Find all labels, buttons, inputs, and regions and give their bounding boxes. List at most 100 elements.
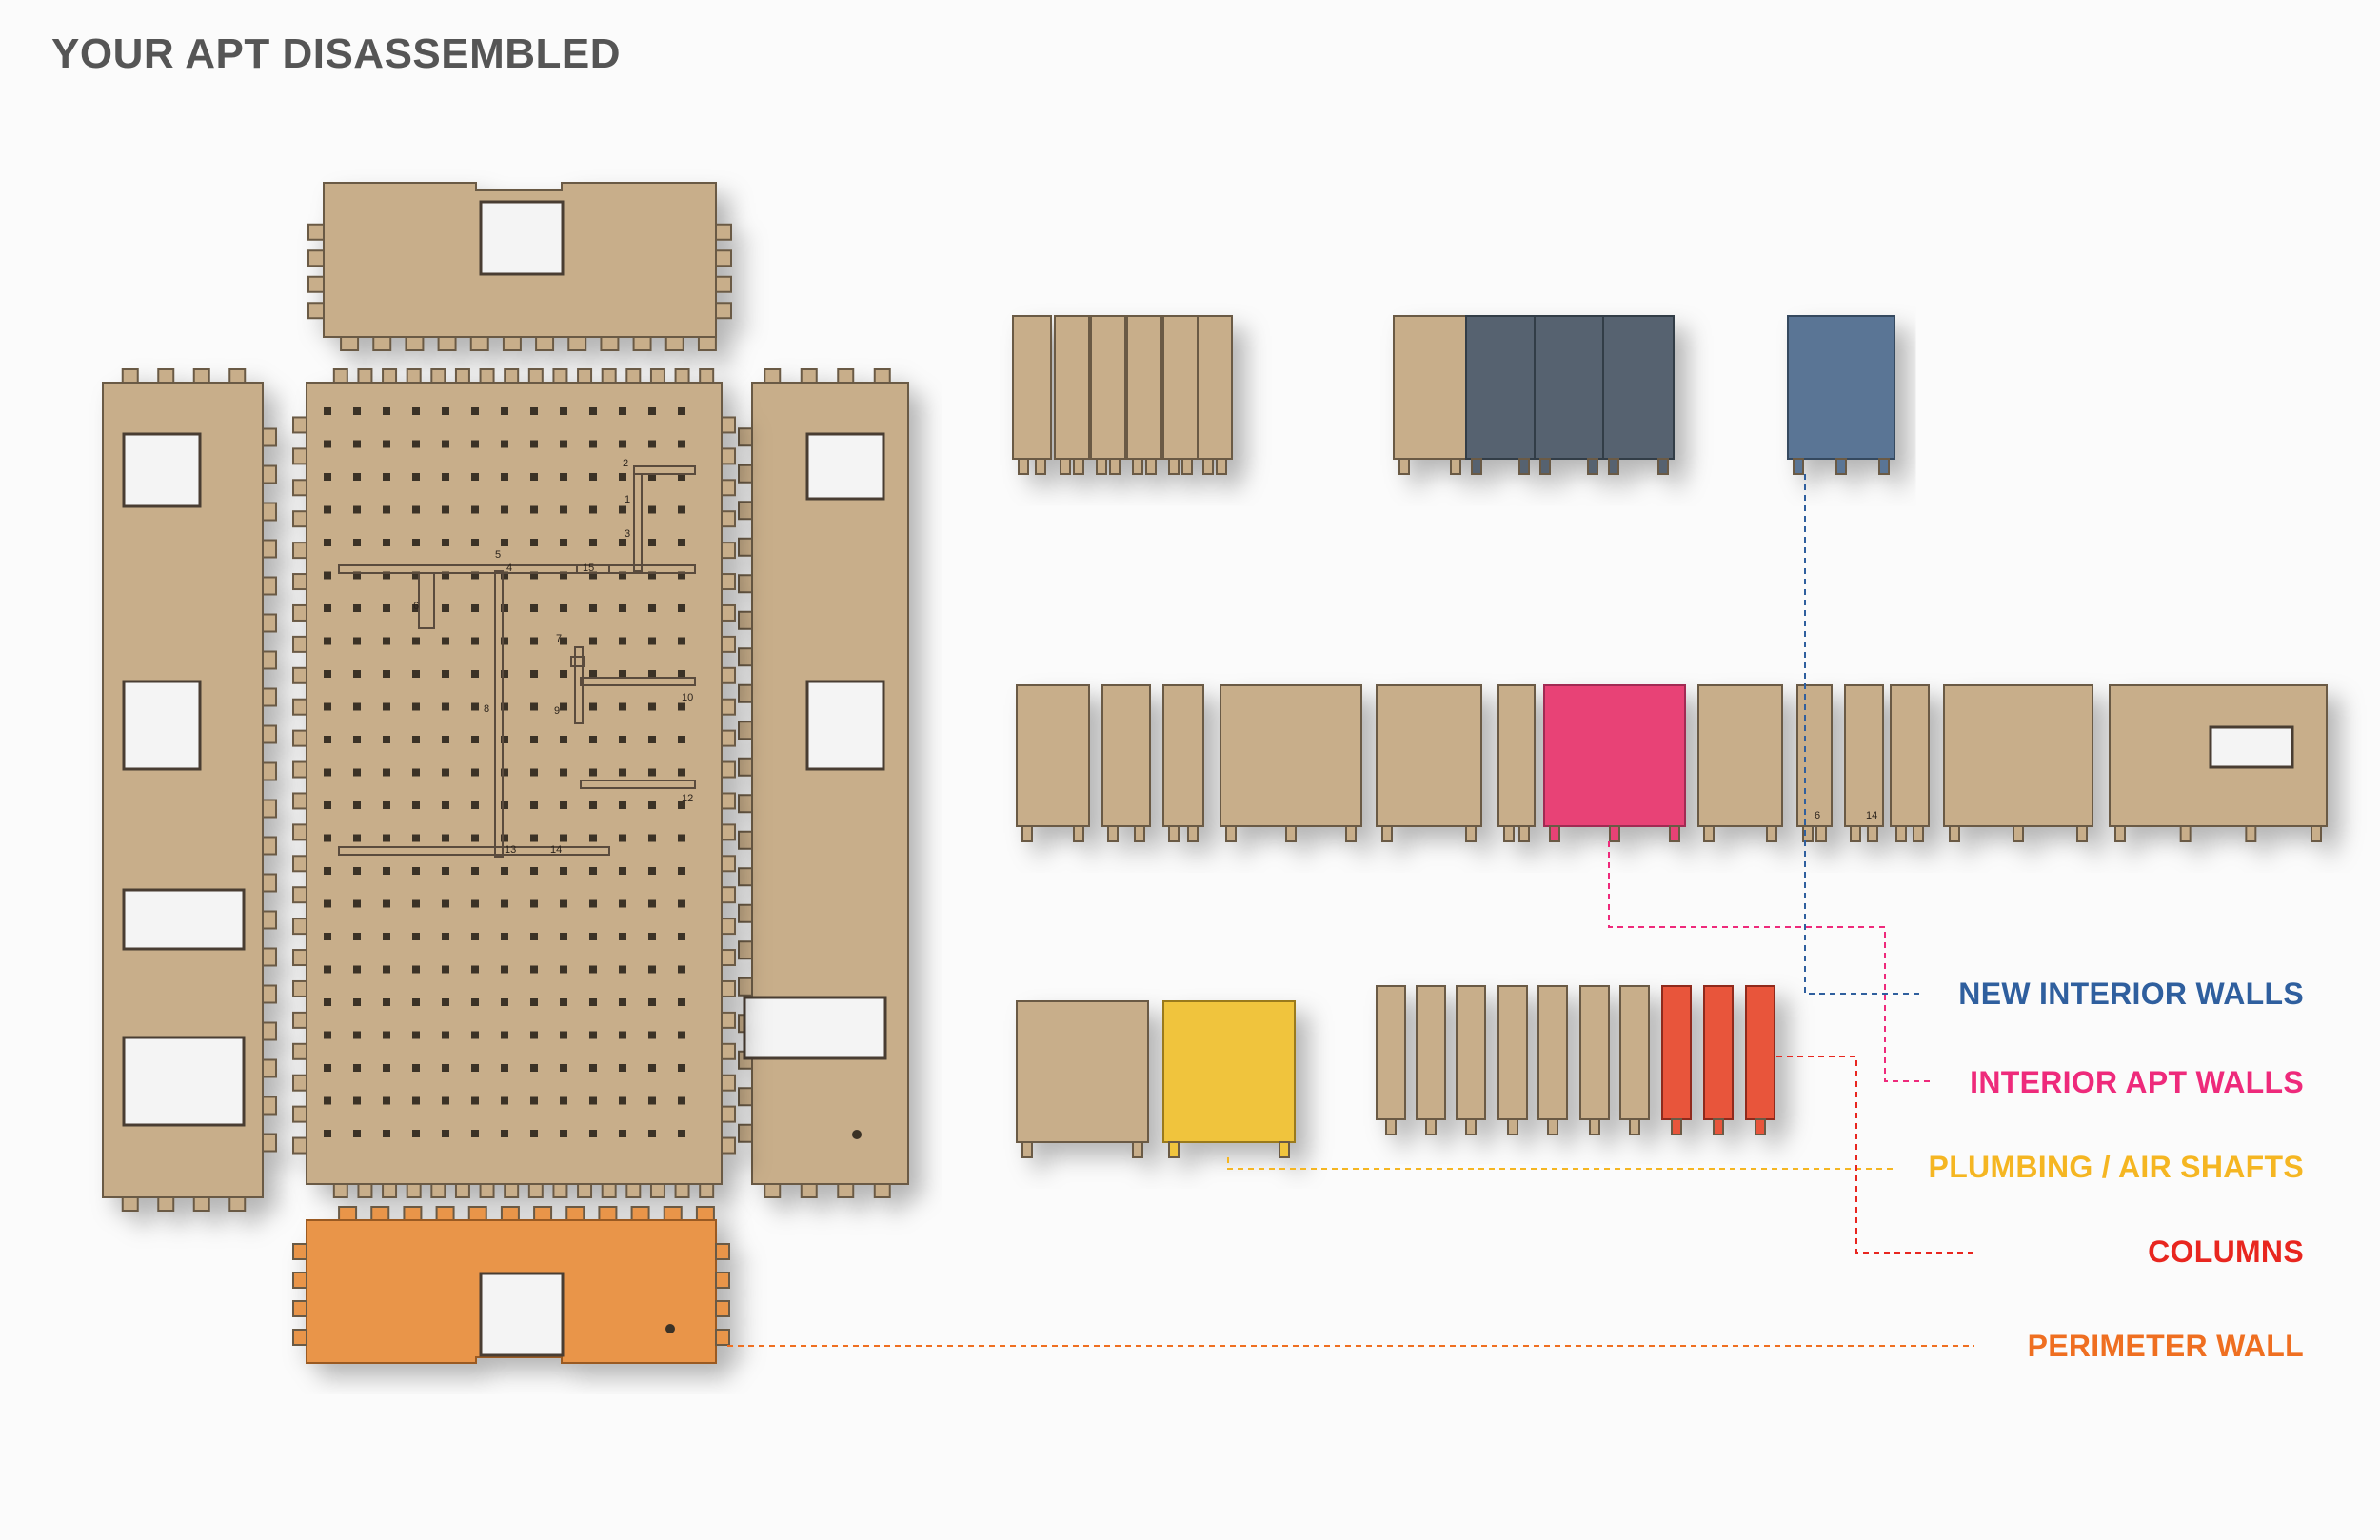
grid-slot: [324, 440, 331, 448]
base-number-label: 4: [506, 563, 512, 574]
grid-slot: [471, 801, 479, 809]
grid-slot: [353, 604, 361, 612]
interior-panel: [1796, 684, 1833, 827]
tab: [800, 368, 818, 384]
grid-slot: [353, 637, 361, 645]
side-tab: [738, 794, 753, 814]
grid-slot: [619, 736, 626, 743]
side-tab: [262, 1058, 277, 1078]
grid-slot: [501, 637, 508, 645]
grid-slot: [530, 899, 538, 908]
interior-panel: [1890, 684, 1930, 827]
grid-slot: [383, 505, 390, 514]
side-tab: [262, 613, 277, 633]
side-tab: [738, 977, 753, 997]
grid-slot: [471, 998, 479, 1006]
side-tab: [738, 830, 753, 850]
tab: [479, 1183, 495, 1198]
grid-slot: [560, 604, 567, 612]
leg-tab: [1345, 825, 1357, 842]
strip-piece: [1416, 985, 1446, 1120]
tab: [663, 1206, 683, 1221]
tab: [504, 368, 520, 384]
tab: [332, 368, 348, 384]
base-number-label: 13: [505, 844, 516, 856]
side-tab: [715, 302, 732, 320]
leg-tab: [1518, 458, 1530, 475]
side-tab: [721, 792, 736, 810]
side-tab: [738, 1087, 753, 1107]
leg-tab: [1949, 825, 1960, 842]
bottom-perimeter-wall: [292, 1206, 730, 1364]
tab: [430, 368, 446, 384]
grid-slot: [324, 801, 331, 809]
tab: [552, 1183, 568, 1198]
leg-tab: [1802, 825, 1814, 842]
side-tab: [292, 1074, 307, 1092]
leg-tab: [1145, 458, 1157, 475]
grid-slot: [648, 1031, 656, 1039]
grid-slot: [619, 637, 626, 645]
side-tab: [292, 479, 307, 497]
grid-slot: [619, 834, 626, 842]
side-tab: [738, 683, 753, 703]
grid-slot: [442, 933, 449, 940]
tab: [382, 1183, 398, 1198]
leg-tab: [1132, 1141, 1143, 1158]
grid-slot: [619, 1064, 626, 1072]
grid-slot: [589, 1096, 597, 1105]
top-perimeter-wall: [307, 182, 732, 351]
grid-slot: [412, 539, 420, 546]
base-number-label: 6: [413, 601, 419, 612]
cardboard-panel: [1016, 1000, 1149, 1143]
wall-trace: [633, 465, 696, 475]
grid-slot: [678, 998, 685, 1006]
tab: [192, 1196, 210, 1212]
grid-slot: [353, 998, 361, 1006]
leg-tab: [1671, 1118, 1682, 1135]
side-tab: [738, 574, 753, 594]
interior-panel: [1844, 684, 1884, 827]
grid-slot: [501, 1031, 508, 1039]
base-number-label: 15: [583, 563, 594, 574]
leg-tab: [1450, 458, 1461, 475]
tab: [873, 1183, 891, 1198]
side-tab: [721, 949, 736, 967]
grid-slot: [678, 834, 685, 842]
side-tab: [292, 855, 307, 873]
side-tab: [262, 427, 277, 447]
tab: [370, 1206, 390, 1221]
leg-tab: [1073, 825, 1084, 842]
tab: [674, 1183, 690, 1198]
grid-slot: [412, 834, 420, 842]
grid-slot: [353, 899, 361, 908]
left-wall-window-3: [122, 888, 246, 951]
tab: [567, 336, 587, 351]
grid-slot: [412, 604, 420, 612]
leader-plumbing: [1227, 1157, 1894, 1170]
tab: [552, 368, 568, 384]
grid-slot: [648, 473, 656, 481]
grid-slot: [324, 834, 331, 842]
grid-slot: [324, 899, 331, 908]
grid-slot: [442, 473, 449, 481]
grid-slot: [678, 933, 685, 940]
grid-slot: [530, 965, 538, 974]
grid-slot: [589, 539, 597, 546]
grid-slot: [530, 670, 538, 678]
tab: [454, 1183, 470, 1198]
grid-slot: [383, 440, 390, 448]
interior-panel: [1697, 684, 1783, 827]
strip-piece: [1537, 985, 1568, 1120]
grid-slot: [648, 867, 656, 875]
side-tab: [262, 576, 277, 596]
side-tab: [721, 510, 736, 528]
grid-slot: [442, 539, 449, 546]
grid-slot: [619, 473, 626, 481]
tab: [674, 368, 690, 384]
grid-slot: [383, 1064, 390, 1072]
tab: [577, 368, 593, 384]
grid-slot: [648, 505, 656, 514]
grid-slot: [324, 670, 331, 678]
side-tab: [307, 275, 325, 293]
